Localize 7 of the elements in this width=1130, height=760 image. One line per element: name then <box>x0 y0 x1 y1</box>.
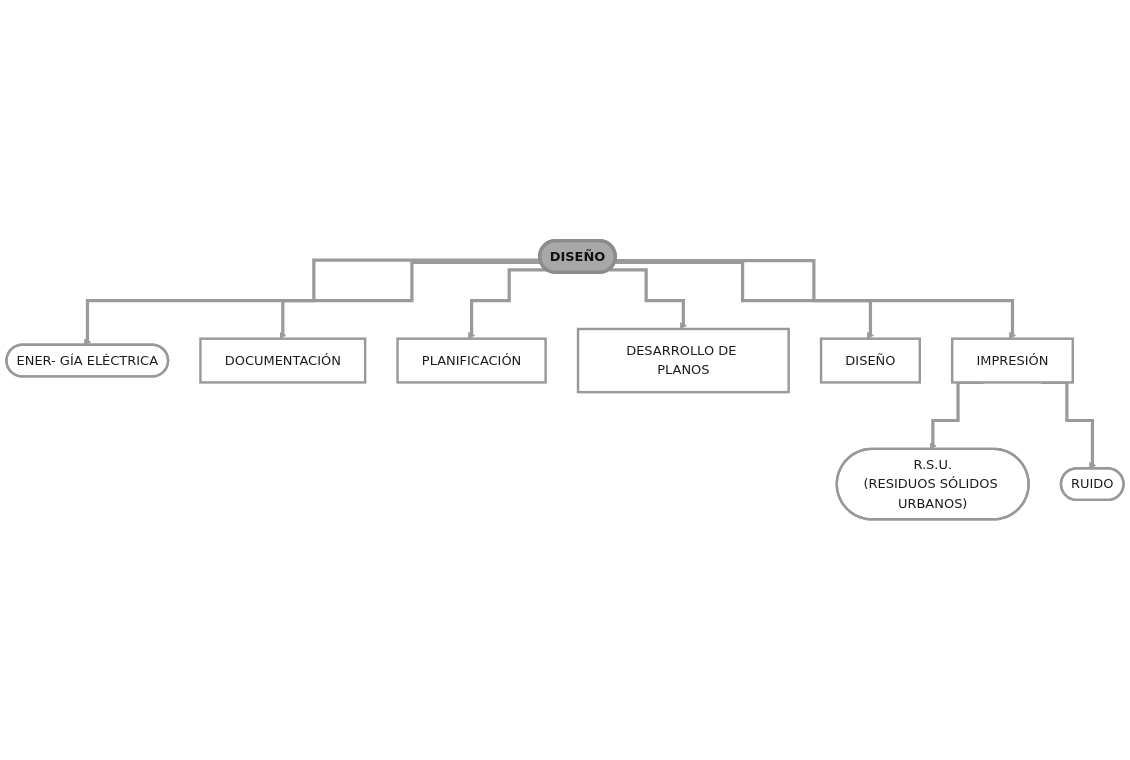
node-box: DISEÑO <box>819 337 921 384</box>
node-box: IMPRESIÓN <box>950 337 1074 384</box>
arrow <box>615 259 1017 339</box>
node-box: DESARROLLO DE PLANOS <box>576 327 790 394</box>
node-box: PLANIFICACIÓN <box>396 337 547 384</box>
arrow <box>468 268 547 339</box>
node-box: DOCUMENTACIÓN <box>199 337 367 384</box>
